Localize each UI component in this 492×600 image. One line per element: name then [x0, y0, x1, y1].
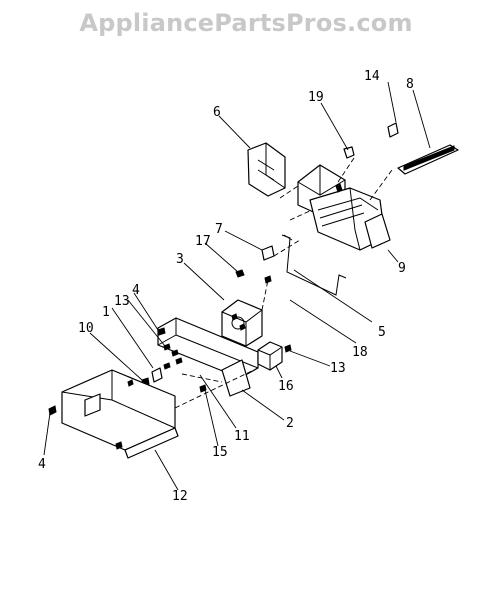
callout-15: 15	[212, 445, 228, 460]
callout-10: 10	[78, 321, 94, 336]
part-3-motor	[221, 299, 263, 347]
callout-7: 7	[215, 222, 223, 237]
part-4-screw-upper	[157, 327, 166, 336]
callout-6: 6	[213, 105, 221, 120]
part-19-clip	[343, 146, 355, 159]
callout-11: 11	[234, 429, 250, 444]
part-14-clip	[387, 122, 399, 138]
part-1-clip	[151, 367, 163, 383]
callout-16: 16	[278, 379, 294, 394]
callout-9: 9	[398, 261, 406, 276]
callout-14: 14	[364, 69, 380, 84]
callout-8: 8	[406, 77, 414, 92]
part-7-bracket	[261, 245, 275, 261]
mounting-bracket	[157, 317, 259, 397]
part-13-screw-right	[284, 344, 292, 353]
part-6-cover	[247, 142, 286, 197]
callout-4-lower: 4	[38, 457, 46, 472]
callout-4-upper: 4	[132, 283, 140, 298]
callout-1: 1	[102, 305, 110, 320]
callout-5: 5	[378, 325, 386, 340]
callout-18: 18	[352, 345, 368, 360]
callout-13-right: 13	[330, 361, 346, 376]
part-12-cover-box	[61, 369, 179, 459]
part-9-ice-maker	[297, 164, 391, 251]
callout-3: 3	[176, 252, 184, 267]
callout-13-left: 13	[114, 294, 130, 309]
callout-2: 2	[286, 416, 294, 431]
callout-19: 19	[308, 90, 324, 105]
callout-12: 12	[172, 489, 188, 504]
callout-17: 17	[195, 234, 211, 249]
callout-labels: 6 14 8 19 9 7 17 3 5 18 4 13 1 10 13 16 …	[38, 69, 414, 504]
leader-lines	[43, 81, 431, 491]
part-15-screw	[199, 384, 207, 393]
part-13-screws	[163, 343, 183, 370]
part-5-shutoff-arm	[281, 234, 347, 296]
watermark: AppliancePartsPros.com	[79, 9, 413, 37]
part-16-switch	[257, 341, 283, 371]
part-8-heater	[397, 144, 459, 175]
part-18-pin	[264, 275, 272, 284]
